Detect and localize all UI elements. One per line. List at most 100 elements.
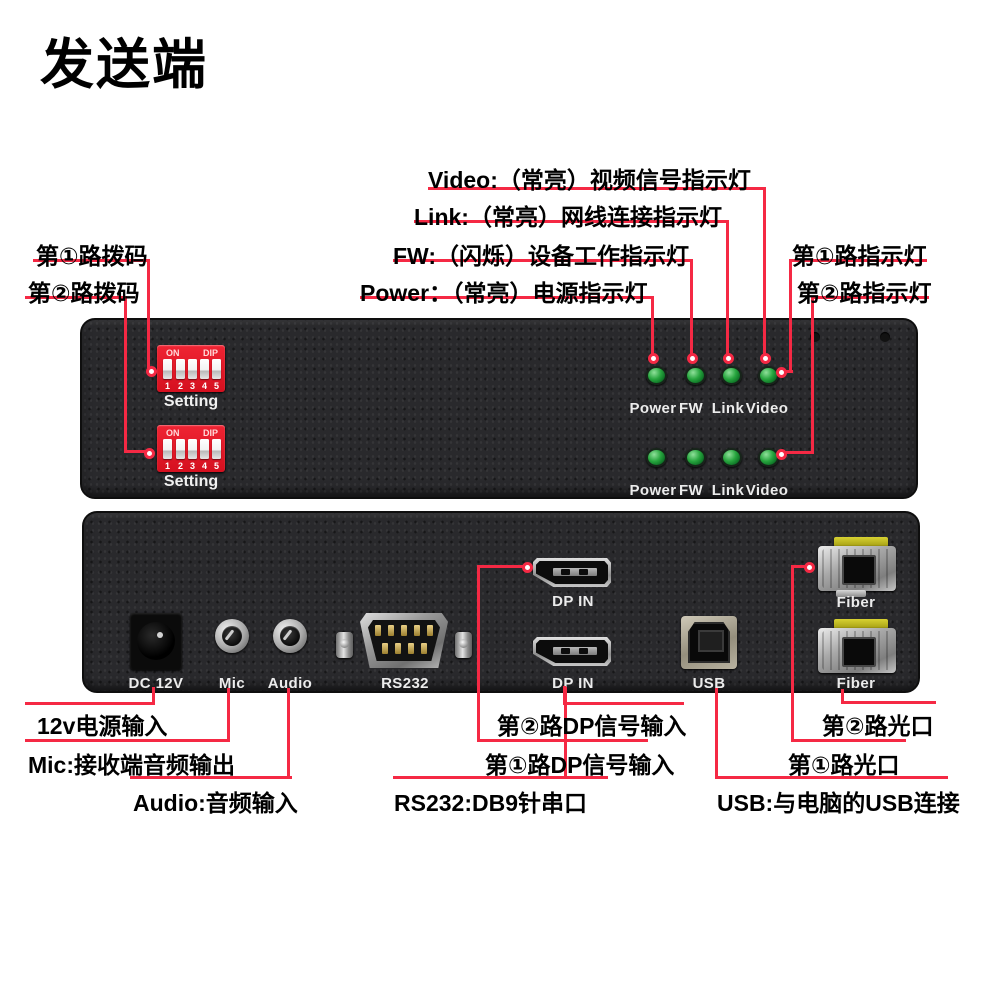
callout-power-in: 12v电源输入 — [37, 713, 168, 739]
line-ch2-dip-h2 — [124, 450, 148, 453]
line-link — [414, 220, 729, 223]
callout-dp1: 第①路DP信号输入 — [485, 752, 675, 778]
audio-jack-hole — [280, 626, 300, 646]
mic-jack-hole — [222, 626, 242, 646]
dip-switch-block-1: ON DIP 1 2 3 4 5 — [157, 345, 225, 392]
dp2-inner — [536, 640, 608, 663]
callout-dp2: 第②路DP信号输入 — [497, 713, 687, 739]
led-link-row1 — [721, 366, 742, 385]
line-power-v — [651, 296, 654, 355]
callout-fiber1: 第①路光口 — [788, 752, 900, 778]
line-ch1-indicator-h2 — [785, 370, 793, 373]
callout-audio: Audio:音频输入 — [133, 790, 298, 816]
callout-rs232: RS232:DB9针串口 — [394, 790, 587, 816]
callout-link: Link:（常亮）网线连接指示灯 — [414, 204, 722, 230]
line-video-v — [763, 187, 766, 355]
dip1-num-4: 4 — [201, 381, 207, 391]
usb-b-inner — [688, 622, 730, 663]
dot-ch2-indicator — [776, 449, 787, 460]
dc-jack-hole — [137, 622, 175, 660]
led-label-fw-row1: FW — [678, 400, 704, 417]
led-label-power-row1: Power — [629, 400, 677, 417]
callout-mic: Mic:接收端音频输出 — [28, 752, 235, 778]
dip2-switch-2 — [176, 439, 185, 459]
line-ch2-dip-v — [124, 296, 127, 453]
line-fiber1-h1 — [791, 565, 806, 568]
dip1-switch-2 — [176, 359, 185, 379]
rs232-db9-port — [360, 613, 448, 668]
line-dp1-h1 — [477, 565, 524, 568]
dot-ch1-dip — [146, 366, 157, 377]
dot-dp1 — [522, 562, 533, 573]
dip1-num-3: 3 — [189, 381, 195, 391]
dip2-num-1: 1 — [164, 461, 170, 471]
dip1-dip-label: DIP — [202, 348, 218, 358]
mic-label: Mic — [218, 675, 246, 692]
dip2-num-3: 3 — [189, 461, 195, 471]
led-power-row2 — [646, 448, 667, 467]
line-fiber1 — [791, 739, 906, 742]
dp-port-1 — [533, 558, 611, 587]
mic-jack — [215, 619, 249, 653]
line-ch2-indicator-h2 — [786, 451, 814, 454]
sfp2-slot — [842, 637, 876, 667]
dp-port-2 — [533, 637, 611, 666]
usb-b-port — [681, 616, 737, 669]
callout-fiber2: 第②路光口 — [822, 713, 934, 739]
dip2-switch-5 — [212, 439, 221, 459]
callout-ch1-indicator: 第①路指示灯 — [792, 243, 927, 269]
rs232-label: RS232 — [381, 675, 429, 692]
callout-usb: USB:与电脑的USB连接 — [717, 790, 960, 816]
callout-ch2-indicator: 第②路指示灯 — [797, 280, 932, 306]
line-powerin-v — [152, 687, 155, 704]
callout-power: Power：（常亮）电源指示灯 — [360, 280, 648, 306]
line-rs232-v — [564, 687, 567, 779]
dp2-label: DP IN — [552, 675, 594, 692]
sfp2-pull-tab — [834, 619, 888, 629]
dot-fiber1 — [804, 562, 815, 573]
audio-label: Audio — [267, 675, 313, 692]
line-fw-v — [690, 259, 693, 355]
dot-ch2-dip — [144, 448, 155, 459]
page-title: 发送端 — [40, 35, 208, 95]
fiber-port-2 — [818, 628, 896, 673]
dip2-switch-1 — [163, 439, 172, 459]
dc-label: DC 12V — [128, 675, 184, 692]
usb-label: USB — [692, 675, 726, 692]
dip2-dip-label: DIP — [202, 428, 218, 438]
top-panel: ON DIP 1 2 3 4 5 Setting ON DIP 1 2 3 — [80, 318, 918, 499]
callout-fw: FW:（闪烁）设备工作指示灯 — [393, 243, 690, 269]
led-fw-row1 — [685, 366, 706, 385]
dot-link-led — [723, 353, 734, 364]
dip2-num-4: 4 — [201, 461, 207, 471]
dip1-switch-5 — [212, 359, 221, 379]
line-ch2-indicator-v — [811, 296, 814, 454]
led-label-video-row2: Video — [745, 482, 789, 499]
bottom-panel: DC 12V Mic Audio — [82, 511, 920, 693]
line-link-v — [726, 220, 729, 355]
line-dp2 — [563, 702, 684, 705]
callout-ch1-dip: 第①路拨码 — [36, 243, 148, 269]
dot-video-led — [760, 353, 771, 364]
dc-power-jack — [130, 613, 182, 670]
dip2-switch-4 — [200, 439, 209, 459]
dip1-num-1: 1 — [164, 381, 170, 391]
line-dp1-v — [477, 565, 480, 741]
led-label-fw-row2: FW — [678, 482, 704, 499]
line-ch1-indicator-v — [789, 259, 792, 372]
line-dp1 — [477, 739, 648, 742]
line-fiber1-v — [791, 565, 794, 741]
dip2-on-label: ON — [166, 428, 180, 438]
led-label-power-row2: Power — [629, 482, 677, 499]
led-fw-row2 — [685, 448, 706, 467]
dip-switch-block-2: ON DIP 1 2 3 4 5 — [157, 425, 225, 472]
dp1-label: DP IN — [552, 593, 594, 610]
line-mic — [25, 739, 230, 742]
screw-hole-1 — [810, 332, 820, 342]
callout-ch2-dip: 第②路拨码 — [28, 280, 140, 306]
dip1-num-2: 2 — [177, 381, 183, 391]
dot-power-led — [648, 353, 659, 364]
fiber-port-1 — [818, 546, 896, 591]
line-fiber2 — [841, 701, 936, 704]
